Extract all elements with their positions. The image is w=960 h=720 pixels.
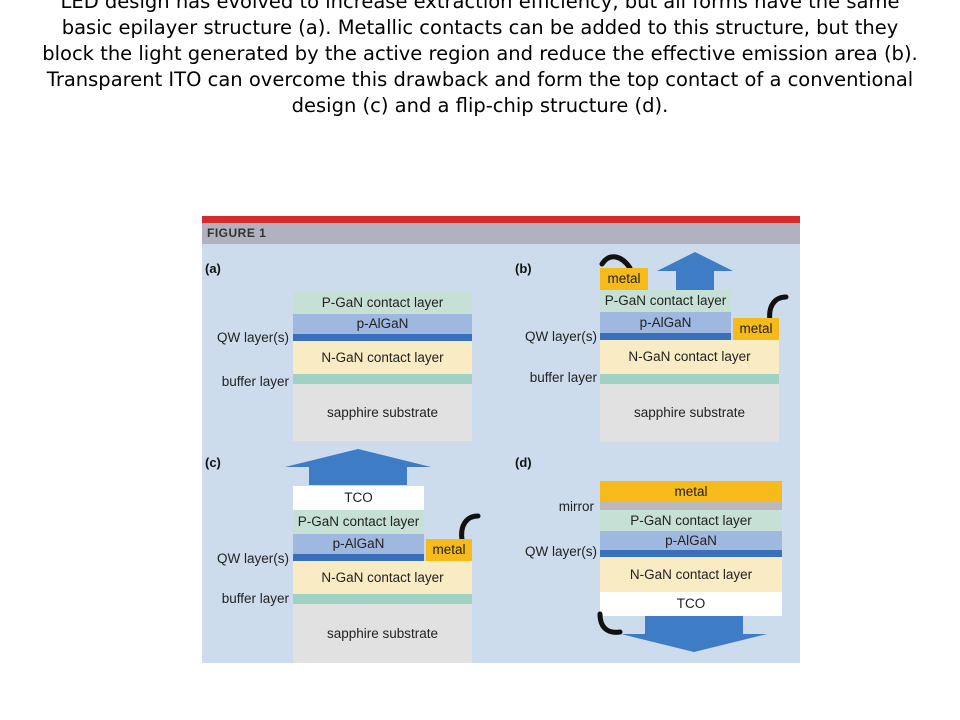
qw-layer xyxy=(600,550,782,557)
p-algan-layer: p-AlGaN xyxy=(600,312,731,333)
sapphire-substrate: sapphire substrate xyxy=(293,604,472,663)
light-up-arrow-icon xyxy=(285,449,431,485)
figure-title: FIGURE 1 xyxy=(202,223,800,244)
n-gan-layer: N-GaN contact layer xyxy=(293,561,472,594)
qw-layer xyxy=(293,554,424,561)
qw-layer xyxy=(293,334,472,341)
n-gan-layer: N-GaN contact layer xyxy=(600,340,779,374)
wire-bond-icon xyxy=(459,513,481,543)
p-algan-layer: p-AlGaN xyxy=(293,314,472,334)
panel-a-qw-label: QW layer(s) xyxy=(217,330,289,345)
panel-d-qw-label: QW layer(s) xyxy=(525,544,597,559)
buffer-layer xyxy=(600,374,779,384)
side-metal-contact: metal xyxy=(426,539,472,561)
panel-c-qw-label: QW layer(s) xyxy=(217,551,289,566)
sapphire-substrate: sapphire substrate xyxy=(293,384,472,441)
metal-layer: metal xyxy=(600,481,782,502)
panel-a-label: (a) xyxy=(205,261,221,276)
panel-d-mirror-label: mirror xyxy=(558,499,594,514)
buffer-layer xyxy=(293,374,472,384)
p-algan-layer: p-AlGaN xyxy=(293,534,424,554)
n-gan-layer: N-GaN contact layer xyxy=(600,557,782,592)
figure-caption: LED design has evolved to increase extra… xyxy=(42,0,918,117)
mirror-layer xyxy=(600,502,782,510)
buffer-layer xyxy=(293,594,472,604)
panel-c-buffer-label: buffer layer xyxy=(221,591,289,606)
p-algan-layer: p-AlGaN xyxy=(600,531,782,550)
top-metal-contact: metal xyxy=(600,268,648,290)
panel-c-label: (c) xyxy=(205,455,221,470)
figure-top-stripe xyxy=(202,216,800,223)
wire-bond-icon xyxy=(767,294,789,324)
panel-a-buffer-label: buffer layer xyxy=(221,374,289,389)
panel-b-label: (b) xyxy=(515,261,532,276)
panel-d-label: (d) xyxy=(515,455,532,470)
panel-b-buffer-label: buffer layer xyxy=(529,370,597,385)
panel-b-qw-label: QW layer(s) xyxy=(525,329,597,344)
wire-bond-icon xyxy=(597,611,623,635)
light-down-arrow-icon xyxy=(621,616,767,652)
n-gan-layer: N-GaN contact layer xyxy=(293,341,472,374)
p-gan-layer: P-GaN contact layer xyxy=(600,510,782,531)
p-gan-layer: P-GaN contact layer xyxy=(293,292,472,314)
led-structure-figure: FIGURE 1 (a) QW layer(s) buffer layer P-… xyxy=(202,216,800,663)
light-up-arrow-icon xyxy=(657,252,733,290)
p-gan-layer: P-GaN contact layer xyxy=(293,510,424,534)
wire-bond-icon xyxy=(599,254,633,271)
tco-layer: TCO xyxy=(600,592,782,616)
tco-layer: TCO xyxy=(293,486,424,510)
p-gan-layer: P-GaN contact layer xyxy=(600,290,731,312)
sapphire-substrate: sapphire substrate xyxy=(600,384,779,442)
qw-layer xyxy=(600,333,731,340)
side-metal-contact: metal xyxy=(733,318,779,340)
